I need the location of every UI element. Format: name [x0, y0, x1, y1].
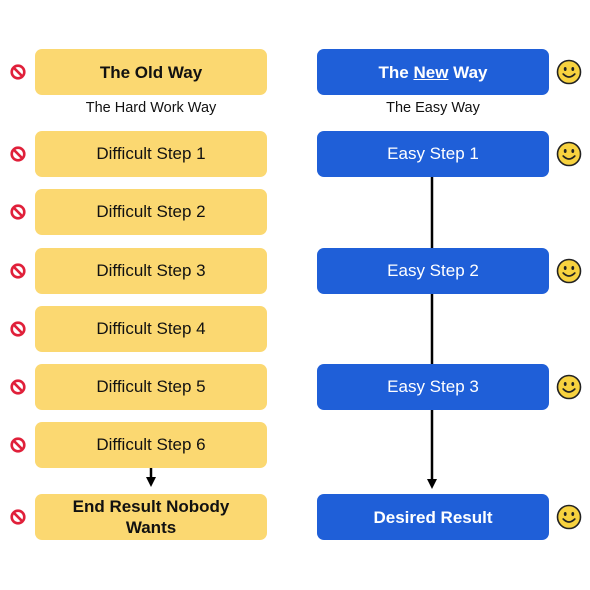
old-step-5-label: Difficult Step 5: [96, 377, 206, 396]
no-entry-icon: [10, 437, 26, 453]
old-way-subtitle: The Hard Work Way: [85, 100, 217, 116]
no-entry-icon: [10, 64, 26, 80]
no-entry-icon: [10, 146, 26, 162]
no-entry-icon: [10, 509, 26, 525]
smiley-icon: [556, 141, 582, 167]
new-step-2-label: Easy Step 2: [387, 261, 479, 280]
new-result-box: Desired Result: [317, 494, 549, 540]
no-entry-icon: [10, 204, 26, 220]
old-step-2-label: Difficult Step 2: [96, 202, 206, 221]
new-step-3: Easy Step 3: [317, 364, 549, 410]
old-step-4-label: Difficult Step 4: [96, 319, 206, 338]
old-step-2: Difficult Step 2: [35, 189, 267, 235]
new-step-1: Easy Step 1: [317, 131, 549, 177]
old-result-box: End Result Nobody Wants: [35, 494, 267, 540]
old-step-6-label: Difficult Step 6: [96, 435, 206, 454]
new-result-label: Desired Result: [373, 507, 493, 527]
no-entry-icon: [10, 321, 26, 337]
smiley-icon: [556, 374, 582, 400]
old-step-6: Difficult Step 6: [35, 422, 267, 468]
old-step-3: Difficult Step 3: [35, 248, 267, 294]
old-step-5: Difficult Step 5: [35, 364, 267, 410]
new-way-title-pre: The: [378, 62, 414, 82]
new-way-subtitle: The Easy Way: [386, 100, 480, 116]
new-way-title-box: The New Way: [317, 49, 549, 95]
smiley-icon: [556, 504, 582, 530]
new-way-title-post: Way: [448, 62, 488, 82]
old-step-3-label: Difficult Step 3: [96, 261, 206, 280]
no-entry-icon: [10, 263, 26, 279]
new-way-title: The New Way: [379, 62, 488, 83]
old-way-title: The Old Way: [99, 62, 203, 82]
old-step-4: Difficult Step 4: [35, 306, 267, 352]
old-way-title-box: The Old Way: [35, 49, 267, 95]
new-step-3-label: Easy Step 3: [387, 377, 479, 396]
new-step-1-label: Easy Step 1: [387, 144, 479, 163]
old-step-1: Difficult Step 1: [35, 131, 267, 177]
no-entry-icon: [10, 379, 26, 395]
old-step-1-label: Difficult Step 1: [96, 144, 206, 163]
smiley-icon: [556, 59, 582, 85]
new-way-title-emphasis: New: [413, 62, 449, 82]
old-result-label: End Result Nobody Wants: [72, 497, 230, 537]
new-step-2: Easy Step 2: [317, 248, 549, 294]
smiley-icon: [556, 258, 582, 284]
